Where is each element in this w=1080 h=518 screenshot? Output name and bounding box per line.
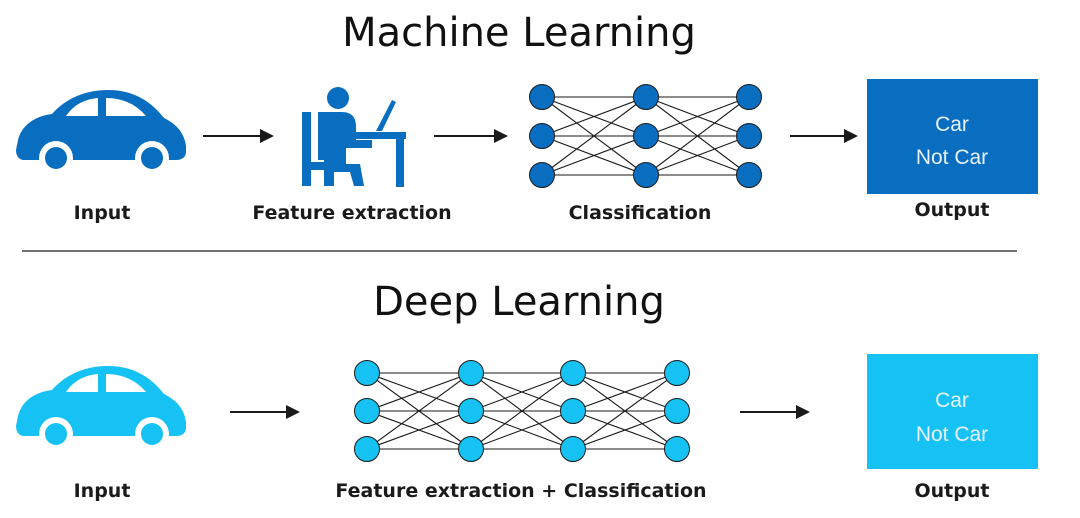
ml-neural-network-icon (529, 84, 762, 188)
ml-nn-edge (645, 96, 750, 137)
ml-nn-node (736, 123, 762, 149)
ml-feature-label: Feature extraction (252, 202, 451, 224)
ml-nn-edge (645, 96, 750, 176)
ml-output-option-not-car: Not Car (916, 146, 988, 169)
dl-nn-edge (572, 372, 678, 412)
dl-nn-node (560, 398, 586, 424)
dl-nn-edge (572, 372, 678, 450)
ml-output-box: Car Not Car (867, 79, 1038, 194)
ml-nn-node (633, 84, 659, 110)
dl-nn-node (354, 360, 380, 386)
dl-neural-network-icon (354, 360, 690, 462)
dl-nn-edge (572, 410, 678, 450)
ml-nn-node (529, 162, 555, 188)
dl-combined-label: Feature extraction + Classification (335, 480, 706, 502)
ml-nn-node (736, 162, 762, 188)
dl-output-option-car: Car (935, 389, 969, 412)
ml-output-label: Output (915, 199, 990, 221)
dl-arrow-2 (740, 405, 810, 419)
dl-output-box: Car Not Car (867, 354, 1038, 469)
ml-title: Machine Learning (342, 10, 696, 56)
dl-nn-edge (470, 372, 574, 450)
dl-nn-node (560, 436, 586, 462)
ml-arrow-3 (790, 129, 858, 143)
dl-output-option-not-car: Not Car (916, 423, 988, 446)
dl-title: Deep Learning (373, 279, 665, 325)
ml-nn-edge (541, 96, 647, 137)
ml-output-option-car: Car (935, 113, 969, 136)
ml-nn-node (633, 162, 659, 188)
ml-nn-node (529, 123, 555, 149)
person-at-desk-icon (302, 87, 406, 187)
ml-nn-node (736, 84, 762, 110)
dl-car-icon (16, 366, 186, 451)
ml-nn-edge (645, 135, 750, 176)
dl-nn-node (458, 398, 484, 424)
dl-nn-node (458, 436, 484, 462)
dl-nn-node (560, 360, 586, 386)
dl-nn-edge (366, 372, 472, 450)
ml-arrow-1 (203, 129, 274, 143)
ml-arrow-2 (434, 129, 508, 143)
dl-nn-edge (366, 372, 472, 412)
ml-nn-node (633, 123, 659, 149)
dl-arrow-1 (230, 405, 300, 419)
dl-nn-node (354, 436, 380, 462)
dl-input-label: Input (74, 480, 131, 502)
ml-nn-node (529, 84, 555, 110)
dl-nn-node (664, 436, 690, 462)
ml-nn-edge (541, 135, 647, 176)
dl-nn-edge (470, 410, 574, 450)
dl-nn-edge (470, 372, 574, 412)
dl-nn-node (664, 398, 690, 424)
dl-nn-edge (366, 410, 472, 450)
dl-output-label: Output (915, 480, 990, 502)
ml-nn-edge (541, 96, 647, 176)
ml-car-icon (16, 90, 186, 175)
dl-nn-node (664, 360, 690, 386)
dl-nn-node (458, 360, 484, 386)
ml-classification-label: Classification (569, 202, 712, 224)
ml-input-label: Input (74, 202, 131, 224)
dl-nn-node (354, 398, 380, 424)
